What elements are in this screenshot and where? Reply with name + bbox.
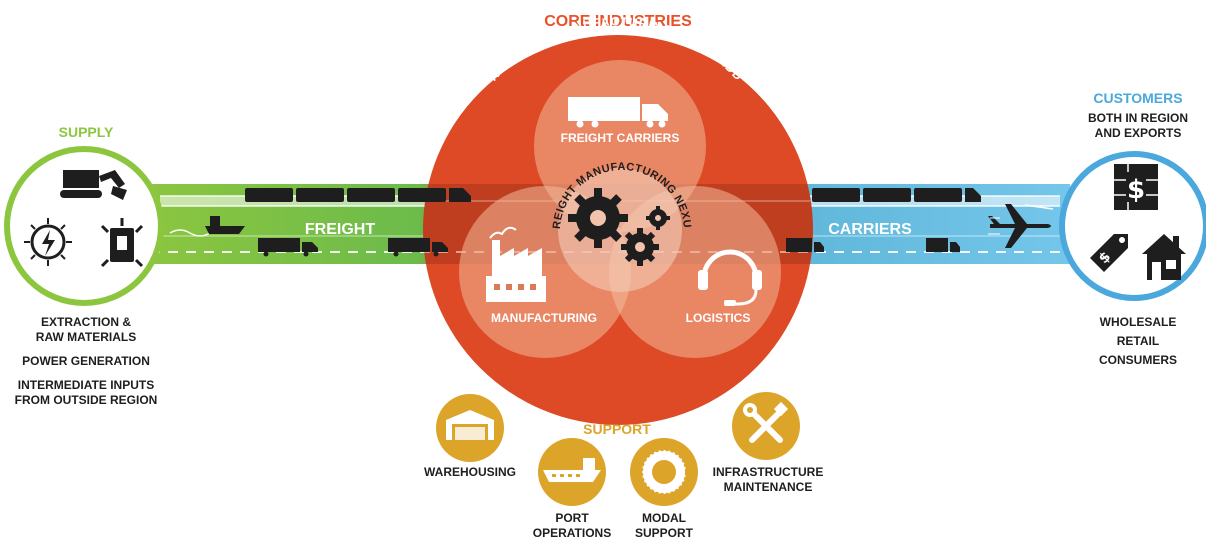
carriers-label: CARRIERS	[828, 221, 912, 238]
supply-item-outside-region: FROM OUTSIDE REGION	[15, 393, 158, 407]
port-operations-label-line2: OPERATIONS	[533, 526, 611, 540]
ship-left-icon	[169, 216, 245, 237]
supply-items: EXTRACTION & RAW MATERIALS POWER GENERAT…	[15, 315, 158, 407]
manufacturing-label: MANUFACTURING	[491, 311, 597, 325]
train-left-icon	[245, 188, 471, 202]
tools-icon	[749, 409, 783, 443]
supply-item-power-generation: POWER GENERATION	[22, 354, 150, 368]
gears-icon	[568, 188, 670, 266]
truck-right-2-icon	[926, 238, 960, 252]
customers-title: CUSTOMERS	[1093, 90, 1182, 106]
customer-item-retail: RETAIL	[1117, 334, 1159, 348]
mine-cart-icon	[100, 218, 144, 268]
excavator-icon	[60, 170, 127, 200]
airplane-icon	[988, 204, 1054, 248]
ship-icon	[543, 458, 601, 482]
customers-subtitle-line1: BOTH IN REGION	[1088, 111, 1188, 125]
modal-support-label-line2: SUPPORT	[635, 526, 694, 540]
dollar-crate-icon: $	[1114, 164, 1158, 210]
support-title: SUPPORT	[583, 421, 651, 437]
supply-item-extraction: EXTRACTION &	[41, 315, 131, 329]
supply-item-intermediate-inputs: INTERMEDIATE INPUTS	[18, 378, 154, 392]
headset-icon	[701, 249, 759, 306]
truck-left-1-icon	[258, 238, 318, 257]
port-operations-label-line1: PORT	[555, 511, 589, 525]
power-plant-icon	[24, 218, 72, 266]
logistics-label: LOGISTICS	[686, 311, 751, 325]
customer-items: WHOLESALE RETAIL CONSUMERS	[1099, 315, 1177, 367]
freight-carriers-label: FREIGHT CARRIERS	[561, 131, 680, 145]
semi-truck-icon	[568, 97, 668, 128]
warehouse-icon	[446, 410, 494, 440]
infrastructure-label-line2: MAINTENANCE	[724, 480, 813, 494]
freight-label: FREIGHT	[305, 221, 375, 238]
customer-item-consumers: CONSUMERS	[1099, 353, 1177, 367]
customer-item-wholesale: WHOLESALE	[1100, 315, 1177, 329]
customers-subtitle-line2: AND EXPORTS	[1095, 126, 1182, 140]
supply-title: SUPPLY	[59, 124, 114, 140]
warehousing-label: WAREHOUSING	[424, 465, 516, 479]
modal-support-label-line1: MODAL	[642, 511, 686, 525]
truck-right-1-icon	[786, 238, 824, 252]
price-tag-icon: $	[1090, 234, 1128, 272]
infrastructure-label-line1: INFRASTRUCTURE	[713, 465, 824, 479]
supply-item-raw-materials: RAW MATERIALS	[36, 330, 136, 344]
house-icon	[1142, 234, 1186, 280]
factory-icon	[486, 226, 546, 302]
core-industries-circle	[423, 35, 813, 425]
truck-left-2-icon	[388, 238, 448, 257]
tire-icon	[641, 449, 687, 495]
core-industries-title: CORE INDUSTRIES	[544, 13, 692, 30]
supply-circle	[4, 146, 164, 306]
svg-text:$: $	[1127, 175, 1145, 205]
train-right-icon	[812, 188, 981, 202]
